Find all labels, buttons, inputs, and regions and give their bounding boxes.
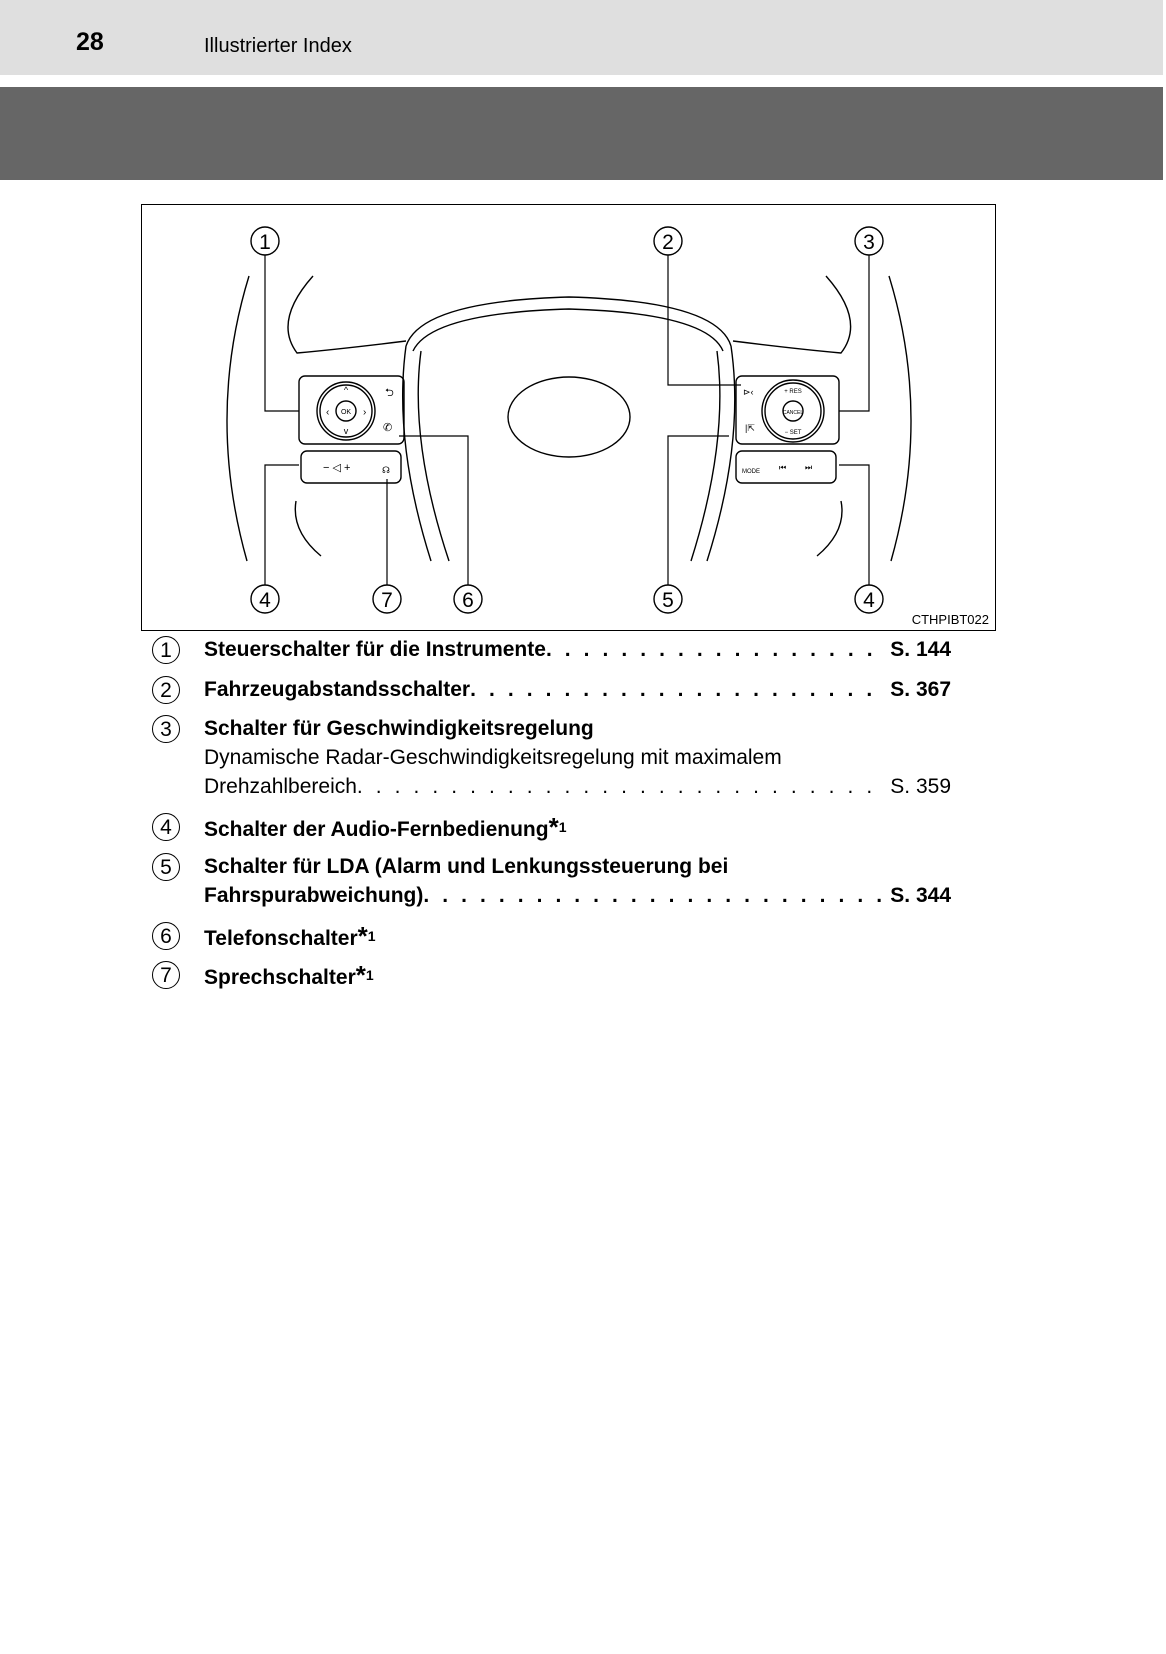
item-number: 5 xyxy=(152,853,180,881)
index-item-3: 3 Schalter für Geschwindigkeitsregelung xyxy=(150,715,1005,743)
footnote-star: * xyxy=(548,812,559,842)
footnote-ref: 1 xyxy=(367,928,376,944)
index-subitem-3: Dynamische Radar-Geschwindigkeitsregelun… xyxy=(150,744,1005,772)
rim-left-outer xyxy=(226,275,250,562)
index-item-5-cont: Fahrspurabweichung). . . . . . . . . . .… xyxy=(150,882,1005,910)
callout-7: 7 xyxy=(381,589,393,612)
item-label: Schalter der Audio-Fernbedienung xyxy=(204,818,549,841)
section-title: Illustrierter Index xyxy=(204,35,352,57)
item-label: Schalter für Geschwindigkeitsregelung xyxy=(204,717,594,740)
leader-dots: . . . . . . . . . . . . . . . . . . . . … xyxy=(470,678,886,701)
leader-dots: . . . . . . . . . . . . . . . . . . . . … xyxy=(423,884,886,907)
callouts: 1 2 3 4 7 6 5 4 xyxy=(250,226,884,614)
index-item-7: 7 Sprechschalter*1 xyxy=(150,961,1005,989)
svg-text:⏭: ⏭ xyxy=(805,463,812,472)
callout-4-right: 4 xyxy=(863,589,875,612)
figure-id: CTHPIBT022 xyxy=(911,612,989,627)
page-ref[interactable]: S. 367 xyxy=(890,678,951,701)
page-ref[interactable]: S. 344 xyxy=(890,884,951,907)
svg-text:− ◁ +: − ◁ + xyxy=(323,462,350,474)
item-label: Telefonschalter xyxy=(204,927,358,950)
item-number: 3 xyxy=(152,715,180,743)
footnote-ref: 1 xyxy=(365,967,374,983)
index-item-5: 5 Schalter für LDA (Alarm und Lenkungsst… xyxy=(150,853,1005,881)
svg-text:|⇱: |⇱ xyxy=(745,423,755,433)
svg-text:☊: ☊ xyxy=(382,465,390,475)
svg-text:⏮: ⏮ xyxy=(779,463,786,472)
header-band xyxy=(0,87,1163,180)
item-label: Schalter für LDA (Alarm und Lenkungssteu… xyxy=(204,855,729,878)
index-item-1: 1 Steuerschalter für die Instrumente. . … xyxy=(150,636,1005,664)
item-label: Fahrzeugabstandsschalter xyxy=(204,678,471,701)
item-number: 2 xyxy=(152,676,180,704)
svg-text:^: ^ xyxy=(344,385,349,395)
svg-text:+ RES: + RES xyxy=(784,389,802,395)
item-label: Fahrspurabweichung) xyxy=(204,884,424,907)
svg-text:v: v xyxy=(344,426,349,436)
page-number: 28 xyxy=(76,28,104,56)
page-ref[interactable]: S. 359 xyxy=(890,775,951,798)
svg-text:⮌: ⮌ xyxy=(385,387,394,399)
item-number: 1 xyxy=(152,636,180,664)
svg-text:‹: ‹ xyxy=(326,407,329,418)
svg-text:⊳‹: ⊳‹ xyxy=(743,387,754,397)
svg-text:✆: ✆ xyxy=(383,422,392,434)
index-subitem-3-cont: Drehzahlbereich. . . . . . . . . . . . .… xyxy=(150,773,1005,801)
leader-dots: . . . . . . . . . . . . . . . . . . . . … xyxy=(545,638,886,661)
subitem-label: Drehzahlbereich xyxy=(204,775,357,798)
footnote-star: * xyxy=(355,960,366,990)
callout-4-left: 4 xyxy=(259,589,271,612)
footnote-ref: 1 xyxy=(558,819,567,835)
index-item-6: 6 Telefonschalter*1 xyxy=(150,922,1005,950)
item-label: Sprechschalter xyxy=(204,966,356,989)
page-header xyxy=(0,0,1163,75)
index-item-4: 4 Schalter der Audio-Fernbedienung*1 xyxy=(150,813,1005,841)
svg-text:MODE: MODE xyxy=(742,469,760,475)
index-item-2: 2 Fahrzeugabstandsschalter. . . . . . . … xyxy=(150,676,1005,704)
callout-3: 3 xyxy=(863,231,875,254)
subitem-label: Dynamische Radar-Geschwindigkeitsregelun… xyxy=(204,746,782,769)
svg-text:− SET: − SET xyxy=(785,430,802,436)
emblem xyxy=(507,376,631,458)
item-number: 4 xyxy=(152,813,180,841)
callout-1: 1 xyxy=(259,231,271,254)
leader-dots: . . . . . . . . . . . . . . . . . . . . … xyxy=(356,775,886,798)
footnote-star: * xyxy=(357,921,368,951)
svg-text:OK: OK xyxy=(341,409,351,416)
item-label: Steuerschalter für die Instrumente xyxy=(204,638,546,661)
callout-6: 6 xyxy=(462,589,474,612)
item-number: 6 xyxy=(152,922,180,950)
svg-text:›: › xyxy=(363,407,366,418)
page-ref[interactable]: S. 144 xyxy=(890,638,951,661)
steering-wheel-illustration: OK ^ ‹ › v ⮌ ✆ − ◁ + ☊ CANCEL + RES − SE… xyxy=(141,204,996,631)
item-number: 7 xyxy=(152,961,180,989)
callout-5: 5 xyxy=(662,589,674,612)
svg-text:CANCEL: CANCEL xyxy=(783,410,804,416)
callout-2: 2 xyxy=(662,231,674,254)
